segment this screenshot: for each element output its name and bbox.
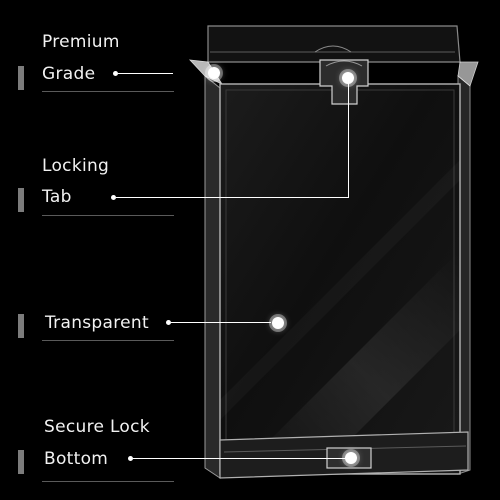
- callout-underline: [42, 91, 174, 92]
- callout-marker: [18, 188, 24, 212]
- callout-secure-line2: Bottom: [44, 449, 109, 469]
- leader-line: [118, 73, 173, 74]
- callout-secure-line1: Secure Lock: [44, 417, 150, 437]
- target-dot-locking: [342, 72, 354, 84]
- target-dot-transparent: [272, 317, 284, 329]
- leader-line: [133, 458, 346, 459]
- leader-dot: [128, 456, 133, 461]
- leader-line-vertical: [348, 82, 349, 198]
- leader-dot: [166, 320, 171, 325]
- callout-marker: [18, 314, 24, 338]
- callout-marker: [18, 66, 24, 90]
- callout-premium-line1: Premium: [42, 32, 120, 52]
- leader-dot: [113, 71, 118, 76]
- callout-locking-line2: Tab: [42, 187, 72, 207]
- leader-line: [171, 322, 271, 323]
- right-corner-fold: [457, 61, 479, 87]
- callout-underline: [42, 215, 174, 216]
- leader-line: [116, 197, 349, 198]
- callout-premium-line2: Grade: [42, 64, 96, 84]
- callout-transparent-line1: Transparent: [45, 313, 149, 333]
- target-dot-premium: [208, 67, 220, 79]
- callout-marker: [18, 450, 24, 474]
- callout-underline: [42, 340, 174, 341]
- left-side-panel: [204, 74, 221, 479]
- target-dot-secure: [345, 452, 357, 464]
- leader-dot: [111, 195, 116, 200]
- callout-underline: [42, 481, 174, 482]
- callout-locking-line1: Locking: [42, 156, 110, 176]
- top-flap: [207, 25, 461, 63]
